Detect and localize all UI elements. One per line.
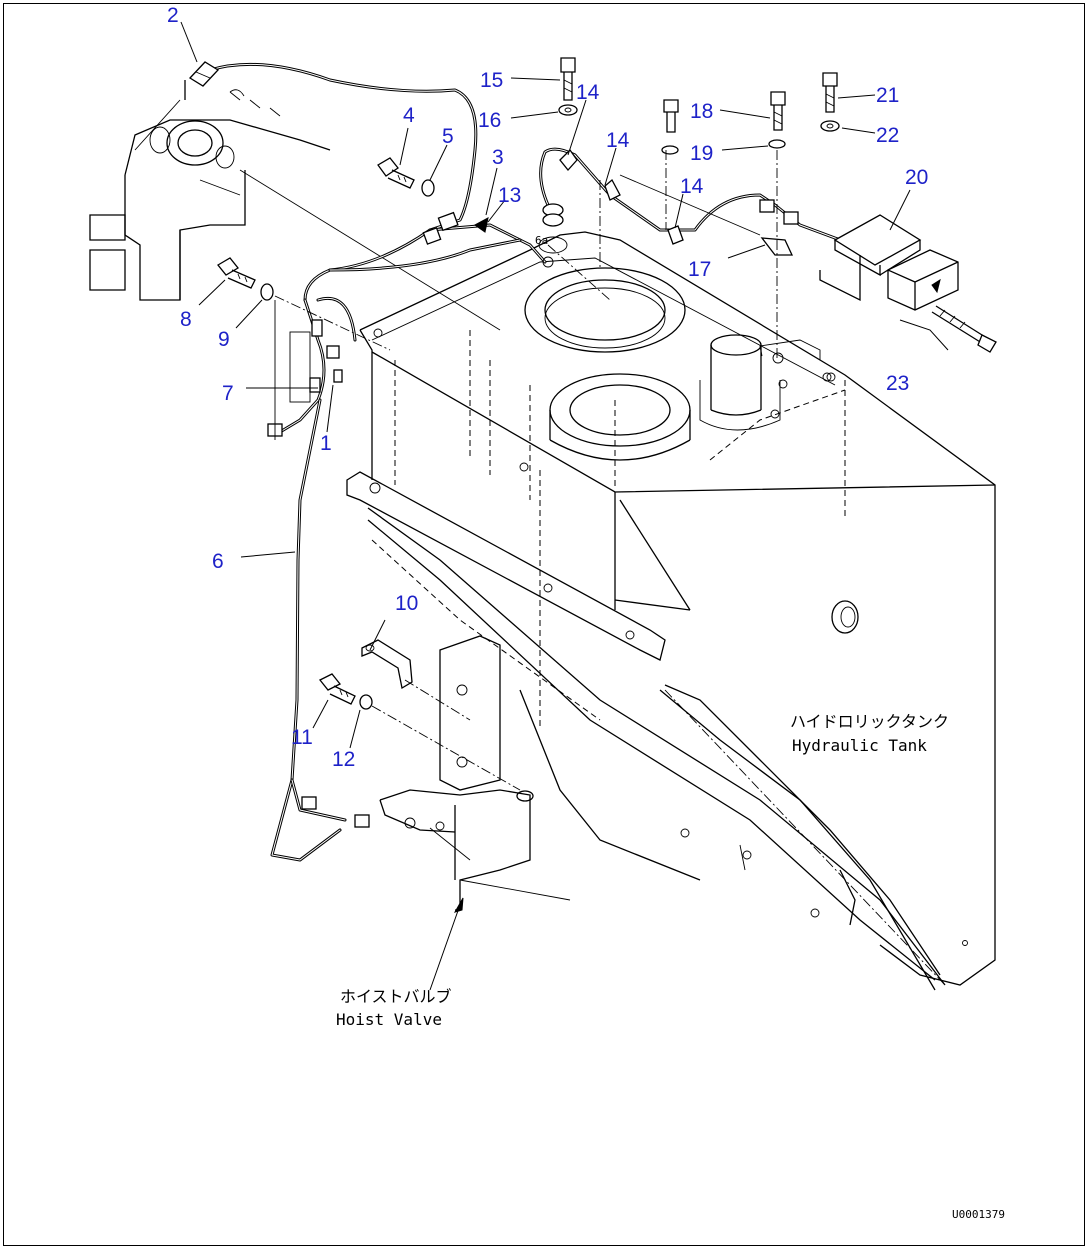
drawing-code: U0001379: [952, 1208, 1005, 1221]
callout-6: 6: [212, 550, 224, 573]
callout-10: 10: [395, 592, 418, 615]
callout-3: 3: [492, 146, 504, 169]
tank-label-jp: ハイドロリックタンク: [790, 712, 949, 731]
callout-21: 21: [876, 84, 899, 107]
callout-15: 15: [480, 69, 503, 92]
drawing-frame: [3, 3, 1085, 1246]
callout-17: 17: [688, 258, 711, 281]
callout-4: 4: [403, 104, 415, 127]
callout-9: 9: [218, 328, 230, 351]
callout-14c: 14: [680, 175, 704, 198]
callout-14a: 14: [576, 81, 600, 104]
callout-12: 12: [332, 748, 355, 771]
hoist-label-jp: ホイストバルブ: [340, 987, 452, 1006]
callout-7: 7: [222, 382, 234, 405]
hardware: [217, 57, 840, 791]
tank-top-ports: [524, 267, 836, 461]
hoist-label-en: Hoist Valve: [336, 1010, 442, 1029]
callout-2: 2: [167, 4, 179, 27]
callout-14b: 14: [606, 129, 630, 152]
harness-parts: 6a: [188, 61, 799, 828]
tank-label-en: Hydraulic Tank: [792, 736, 927, 755]
wiring-harness: [208, 62, 872, 862]
callout-18: 18: [690, 100, 713, 123]
callout-8: 8: [180, 308, 192, 331]
callout-11: 11: [291, 726, 313, 749]
callouts: 2 4 5 3 13 8 9 7 1 6 10 11 12 15 16 14 1…: [167, 4, 928, 771]
callout-19: 19: [690, 142, 713, 165]
leader-lines: [180, 21, 911, 749]
hoist-valve: [379, 789, 571, 991]
callout-16: 16: [478, 109, 501, 132]
callout-1: 1: [320, 432, 332, 455]
frame-bracket: [346, 462, 946, 991]
solenoid-assembly: [819, 214, 997, 353]
valve-block-top-left: [89, 80, 501, 331]
callout-23: 23: [886, 372, 909, 395]
hydraulic-tank: [359, 231, 996, 986]
callout-13: 13: [498, 184, 521, 207]
svg-text:6a: 6a: [535, 234, 548, 247]
text-labels: ハイドロリックタンク Hydraulic Tank ホイストバルブ Hoist …: [336, 712, 1005, 1221]
callout-20: 20: [905, 166, 928, 189]
callout-22: 22: [876, 124, 899, 147]
callout-5: 5: [442, 125, 454, 148]
